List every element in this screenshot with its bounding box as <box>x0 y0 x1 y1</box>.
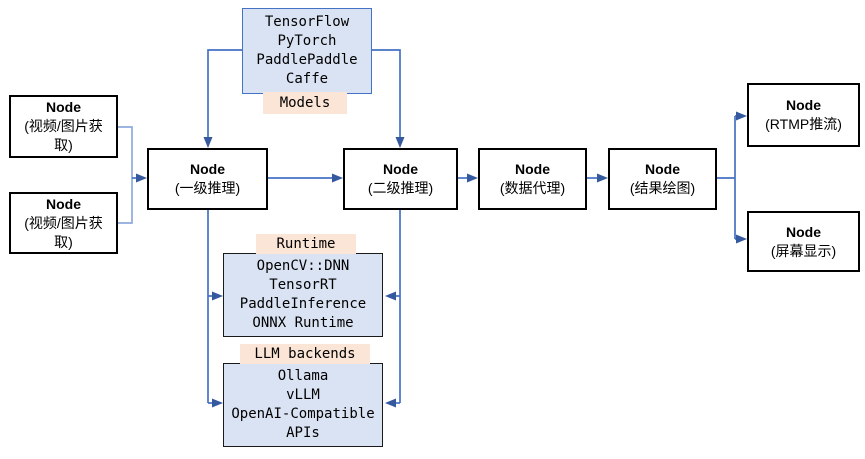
node-subtitle: (二级推理) <box>367 180 434 196</box>
node-source-2: Node (视频/图片获 取) <box>9 192 118 254</box>
runtime-box: OpenCV::DNN TensorRT PaddleInference ONN… <box>223 253 383 337</box>
node-subtitle: (视频/图片获 取) <box>24 214 103 250</box>
node-result-drawing: Node (结果绘图) <box>608 148 717 210</box>
connector-sources-merge <box>118 126 133 224</box>
node-title: Node <box>786 97 821 113</box>
node-title: Node <box>786 223 821 240</box>
runtime-label: Runtime <box>256 234 356 254</box>
connector-drawing-split <box>717 116 736 239</box>
node-subtitle: (数据代理) <box>499 180 566 196</box>
connector-models-to-stage2 <box>372 49 405 148</box>
llm-backends-box: Ollama vLLM OpenAI-Compatible APIs <box>223 363 383 447</box>
llm-backends-label: LLM backends <box>240 344 370 364</box>
node-rtmp-streaming: Node (RTMP推流) <box>747 83 860 147</box>
connector-models-to-stage1 <box>203 49 242 148</box>
node-subtitle: (RTMP推流) <box>765 116 842 132</box>
node-source-1: Node (视频/图片获 取) <box>9 95 118 158</box>
models-label: Models <box>263 92 347 114</box>
node-title: Node <box>46 195 81 212</box>
node-screen-display: Node (屏幕显示) <box>747 211 860 272</box>
node-data-proxy: Node (数据代理) <box>478 148 587 210</box>
node-subtitle: (视频/图片获 取) <box>24 118 103 153</box>
node-subtitle: (结果绘图) <box>629 180 696 196</box>
node-title: Node <box>515 161 550 177</box>
node-title: Node <box>190 161 225 177</box>
node-stage1-inference: Node (一级推理) <box>147 148 268 210</box>
node-title: Node <box>46 99 81 115</box>
node-stage2-inference: Node (二级推理) <box>343 148 458 210</box>
node-title: Node <box>383 161 418 177</box>
models-box: TensorFlow PyTorch PaddlePaddle Caffe <box>242 8 372 94</box>
node-title: Node <box>645 161 680 177</box>
node-subtitle: (屏幕显示) <box>770 242 837 259</box>
node-subtitle: (一级推理) <box>174 180 241 196</box>
